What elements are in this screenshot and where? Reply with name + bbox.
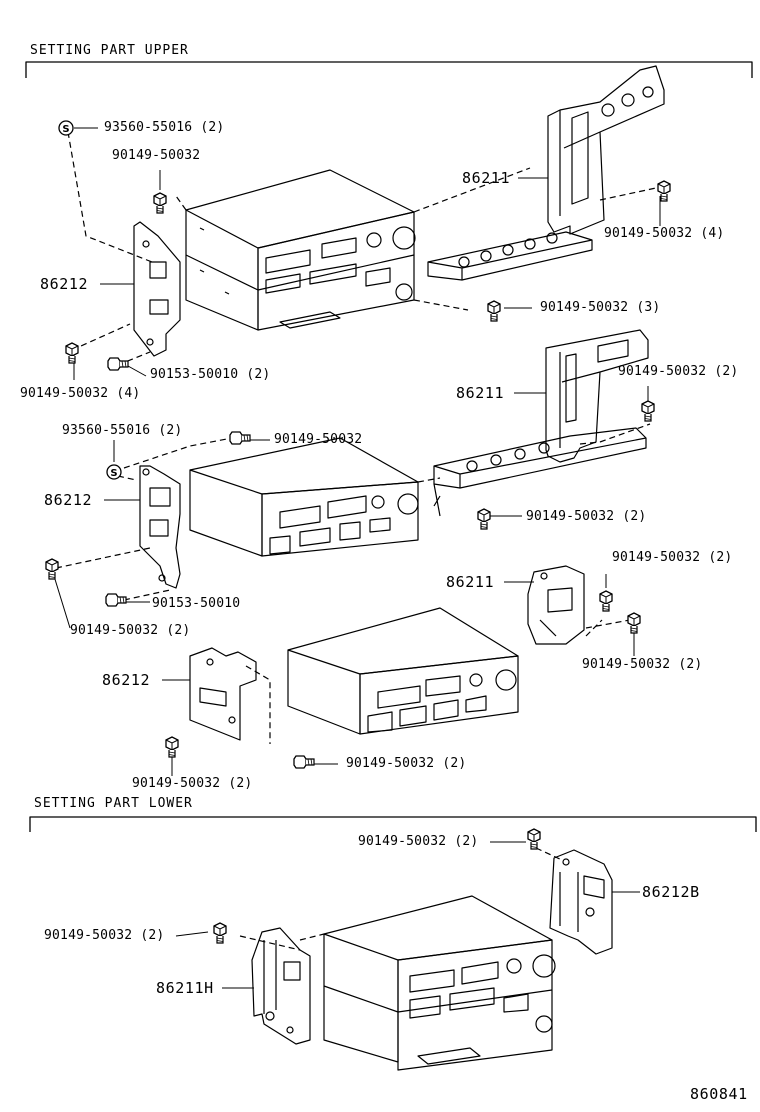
label-u3-bolt-mid: 90149-50032 (2) (346, 756, 467, 771)
bracket-86212-g2 (139, 465, 181, 589)
bracket-86211H (251, 927, 311, 1045)
figure-id: 860841 (690, 1085, 748, 1103)
label-u2-clip: 93560-55016 (2) (62, 423, 183, 438)
label-u1-bolt-top: 90149-50032 (112, 148, 201, 163)
label-u1-rbracket: 86211 (462, 169, 511, 187)
label-u1-rbolt: 90149-50032 (4) (604, 226, 725, 241)
label-u2-screw: 90153-50010 (152, 596, 241, 611)
label-u2-topbolt: 90149-50032 (274, 432, 363, 447)
label-u3-rbracket: 86211 (446, 573, 495, 591)
section-title-lower: SETTING PART LOWER (34, 796, 193, 811)
label-u3-bracket: 86212 (102, 671, 151, 689)
head-unit-single-2 (189, 437, 419, 557)
label-u2-rbolt: 90149-50032 (2) (618, 364, 739, 379)
label-lower-bolt-left: 90149-50032 (2) (44, 928, 165, 943)
label-u1-clip: 93560-55016 (2) (104, 120, 225, 135)
label-u1-bracket: 86212 (40, 275, 89, 293)
label-u1-screw: 90153-50010 (2) (150, 367, 271, 382)
bracket-86212-g3 (189, 647, 257, 741)
label-u3-rbolt1: 90149-50032 (2) (612, 550, 733, 565)
label-u2-bottombolt: 90149-50032 (2) (526, 509, 647, 524)
label-u2-bracket: 86212 (44, 491, 93, 509)
label-lower-rbracket: 86212B (642, 883, 700, 901)
label-lower-lbracket: 86211H (156, 979, 214, 997)
section-title-upper: SETTING PART UPPER (30, 43, 189, 58)
bracket-86212B (549, 849, 613, 955)
label-u2-rbracket: 86211 (456, 384, 505, 402)
bracket-86212-g1 (133, 221, 181, 357)
bracket-86211-g1 (427, 65, 665, 281)
label-u3-bolt-left: 90149-50032 (2) (132, 776, 253, 791)
label-u2-leftbolt: 90149-50032 (2) (70, 623, 191, 638)
bracket-86211-g3 (527, 565, 585, 645)
head-unit-double-lower (323, 895, 556, 1071)
head-unit-single-3 (287, 607, 519, 735)
head-unit-double-1 (185, 169, 416, 331)
label-lower-bolt-top: 90149-50032 (2) (358, 834, 479, 849)
label-u3-rbolt2: 90149-50032 (2) (582, 657, 703, 672)
bracket-86211-g2 (433, 329, 649, 517)
label-u1-bolt-left: 90149-50032 (4) (20, 386, 141, 401)
label-u1-midbolt: 90149-50032 (3) (540, 300, 661, 315)
